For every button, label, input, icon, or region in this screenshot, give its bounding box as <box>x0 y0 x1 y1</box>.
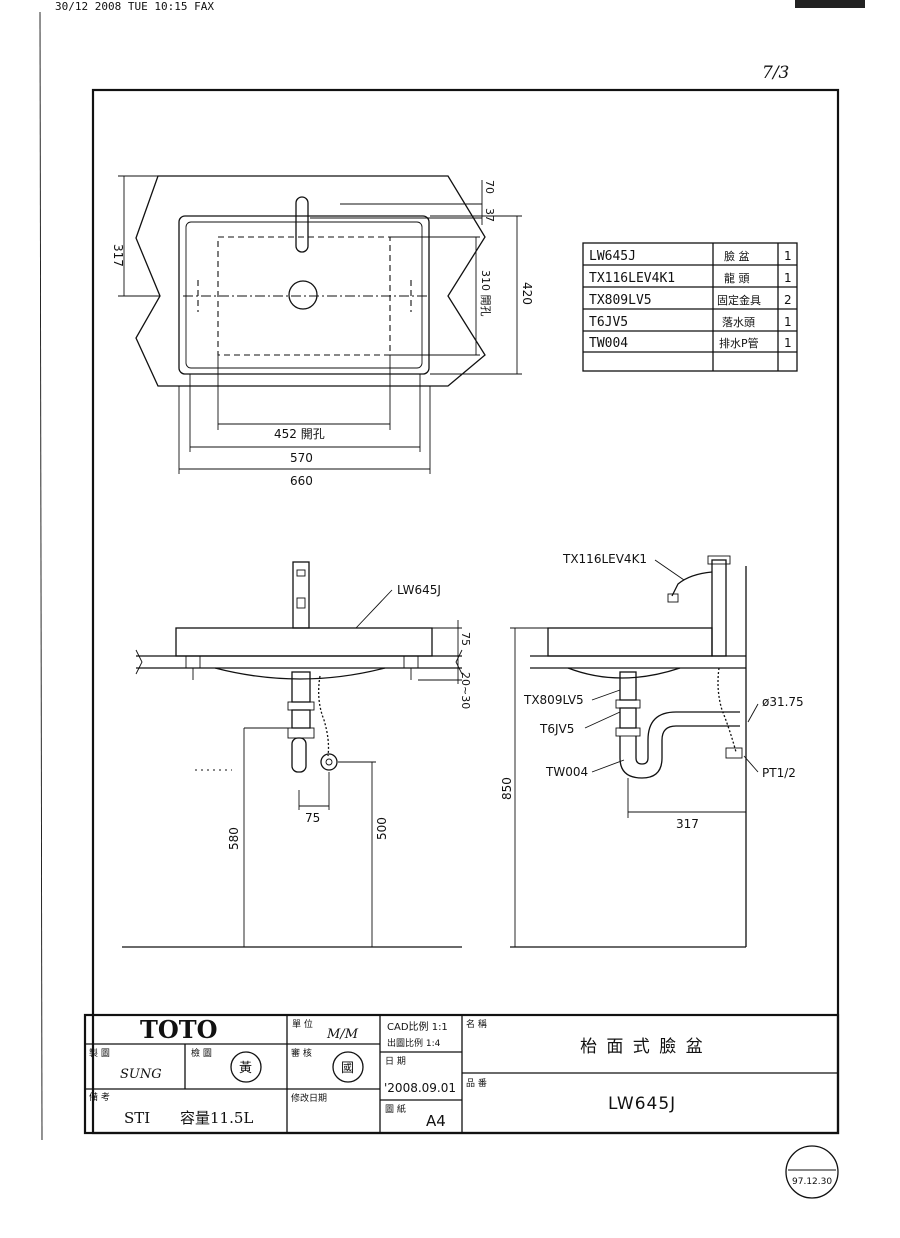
parts-row-name: 臉 盆 <box>724 249 750 263</box>
title-block: TOTO 單 位 M/M CAD比例 1:1 出圖比例 1:4 名 稱 枱 面 … <box>83 1013 840 1135</box>
corner-stamp-date: 97.12.30 <box>792 1177 832 1187</box>
parts-row-qty: 1 <box>784 336 792 350</box>
parts-row-qty: 1 <box>784 315 792 329</box>
date-value: '2008.09.01 <box>384 1081 456 1095</box>
corner-stamp-circle <box>785 1145 839 1199</box>
label-lw645j: LW645J <box>397 583 441 597</box>
revision-label: 修改日期 <box>291 1092 327 1104</box>
label-pt: PT1/2 <box>762 766 796 780</box>
dim-420-text: 420 <box>520 282 534 305</box>
parts-row-name: 排水P管 <box>719 336 759 350</box>
parts-row-name: 龍 頭 <box>724 271 750 285</box>
basin-rim-side <box>547 627 713 657</box>
dim-70-text: 70 <box>483 180 496 194</box>
basin-outer <box>178 215 430 375</box>
parts-row-qty: 1 <box>784 271 792 285</box>
label-trap: TW004 <box>545 765 588 779</box>
approved-label: 審 核 <box>291 1047 312 1059</box>
corner-stamp: 97.12.30 <box>785 1145 839 1199</box>
parts-table: LW645J 臉 盆 1 TX116LEV4K1 龍 頭 1 TX809LV5 … <box>582 242 798 372</box>
faucet-front <box>292 561 310 629</box>
label-drain: T6JV5 <box>539 722 574 736</box>
checked-label: 檢 圖 <box>191 1047 212 1059</box>
dim-75-text: 75 <box>459 632 472 646</box>
print-scale: 出圖比例 1:4 <box>387 1037 441 1049</box>
unit-label: 單 位 <box>292 1018 313 1030</box>
drawn-label: 製 圖 <box>89 1047 110 1059</box>
paper-value: A4 <box>426 1112 446 1130</box>
dim-452-text: 452 開孔 <box>274 427 325 441</box>
dim-75-bottom-text: 75 <box>305 811 320 825</box>
faucet-plan <box>295 196 309 253</box>
cad-scale: CAD比例 1:1 <box>387 1020 448 1033</box>
part-no-value: LW645J <box>608 1094 676 1114</box>
drain-circle <box>288 280 318 310</box>
page-mark: 7/3 <box>762 63 789 83</box>
dim-570-text: 570 <box>290 451 313 465</box>
parts-table-frame <box>582 242 798 372</box>
dim-500-text: 500 <box>375 817 389 840</box>
left-margin-line <box>39 11 43 1141</box>
label-faucet: TX116LEV4K1 <box>562 552 647 566</box>
dim-20-30-text: 20~30 <box>459 672 472 709</box>
dim-850-text: 850 <box>500 777 514 800</box>
dim-317-side-text: 317 <box>676 817 699 831</box>
parts-row-qty: 2 <box>784 293 792 307</box>
parts-row-model: T6JV5 <box>589 315 628 330</box>
part-no-label: 品 番 <box>466 1077 487 1089</box>
approved-stamp <box>332 1051 364 1083</box>
drawn-value: SUNG <box>120 1067 162 1082</box>
dim-37-text: 37 <box>483 208 496 222</box>
approved-stamp-text: 國 <box>341 1061 354 1076</box>
faucet-side <box>711 559 727 657</box>
parts-row-name: 落水頭 <box>722 316 755 329</box>
fax-header-mark <box>795 0 865 8</box>
capacity-value: 容量11.5L <box>180 1109 253 1127</box>
basin-inner <box>185 221 423 369</box>
parts-row-model: TW004 <box>589 336 628 351</box>
parts-row-model: TX116LEV4K1 <box>589 271 675 286</box>
parts-row-model: LW645J <box>589 249 636 264</box>
basin-bowl-front <box>214 667 386 680</box>
label-bracket: TX809LV5 <box>523 693 584 707</box>
checked-stamp-text: 黃 <box>239 1061 252 1076</box>
date-label: 日 期 <box>385 1056 406 1067</box>
brand-logo: TOTO <box>140 1015 218 1044</box>
dim-660-text: 660 <box>290 474 313 488</box>
dim-317-text: 317 <box>111 244 125 267</box>
front-view: LW645J 75 20~30 75 580 500 <box>122 561 472 948</box>
name-label: 名 稱 <box>466 1018 487 1030</box>
parts-row-qty: 1 <box>784 249 792 263</box>
label-dia: ø31.75 <box>762 695 804 709</box>
unit-value: M/M <box>326 1027 359 1042</box>
remarks-label: 備 考 <box>89 1091 110 1103</box>
fax-header: 30/12 2008 TUE 10:15 FAX <box>55 0 214 13</box>
parts-row-name: 固定金具 <box>717 293 761 307</box>
side-view: TX116LEV4K1 TX809LV5 T6JV5 TW004 ø31.75 … <box>500 552 804 948</box>
dim-580-text: 580 <box>227 827 241 850</box>
checked-stamp <box>230 1051 262 1083</box>
remarks-value: STI <box>124 1109 150 1127</box>
basin-rim-front <box>175 627 433 657</box>
name-value: 枱 面 式 臉 盆 <box>580 1037 705 1057</box>
countertop-outline <box>135 175 486 387</box>
paper-label: 圖 紙 <box>385 1103 406 1115</box>
dim-310-text: 310 開孔 <box>479 270 492 317</box>
parts-row-model: TX809LV5 <box>589 293 652 308</box>
plan-view: 317 70 37 310 開孔 420 452 開孔 570 660 <box>111 175 534 488</box>
